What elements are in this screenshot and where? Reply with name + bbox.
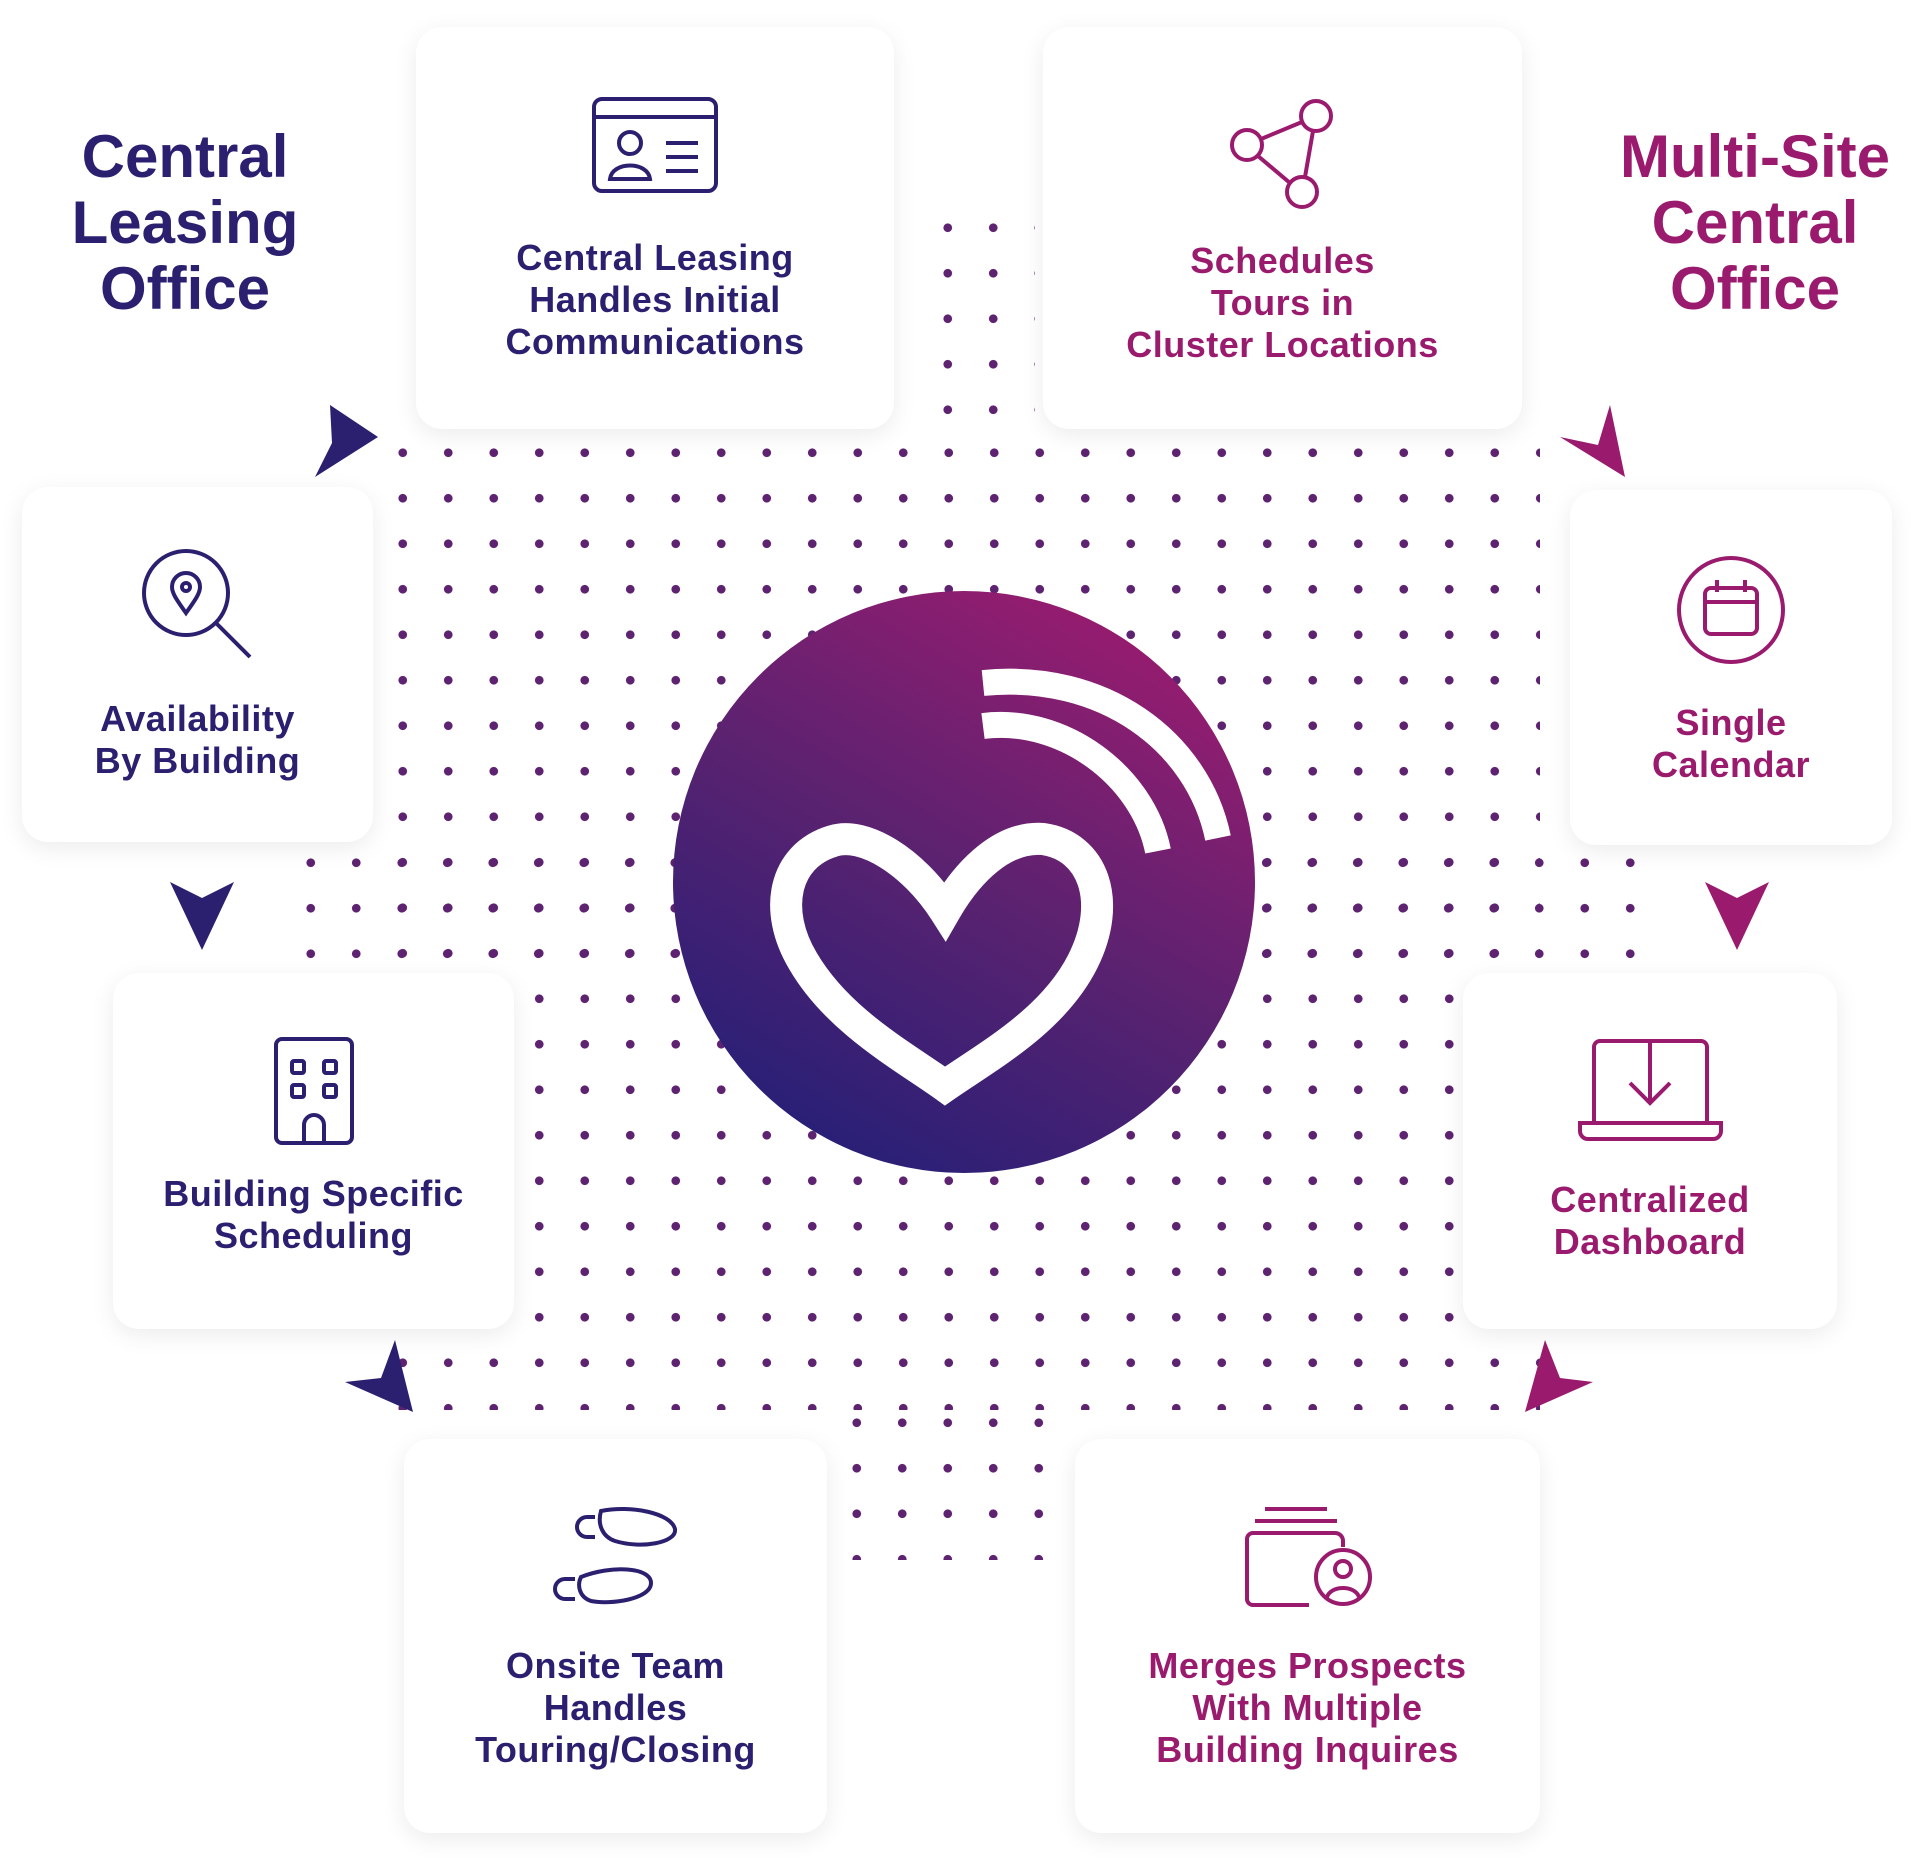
building-icon xyxy=(273,1037,354,1145)
card-label: Availability By Building xyxy=(94,698,301,781)
card-label: Schedules Tours in Cluster Locations xyxy=(1126,240,1439,365)
arrow-left-top xyxy=(315,405,378,477)
card-single-calendar: Single Calendar xyxy=(1570,490,1892,845)
card-label: Single Calendar xyxy=(1651,702,1811,785)
card-dashboard: Centralized Dashboard xyxy=(1463,973,1837,1329)
card-merges-prospects: Merges Prospects With Multiple Building … xyxy=(1075,1439,1540,1833)
card-central-leasing: Central Leasing Handles Initial Communic… xyxy=(416,27,894,429)
card-building-scheduling: Building Specific Scheduling xyxy=(113,973,514,1329)
central-leasing-office-title: Central Leasing Office xyxy=(71,123,299,322)
calendar-icon xyxy=(1677,556,1785,664)
dot-pattern xyxy=(834,1400,1074,1560)
arrow-left-middle xyxy=(170,882,234,950)
card-schedules-tours: Schedules Tours in Cluster Locations xyxy=(1043,27,1522,429)
folder-user-icon xyxy=(1244,1507,1372,1607)
card-label: Centralized Dashboard xyxy=(1550,1179,1750,1262)
card-label: Central Leasing Handles Initial Communic… xyxy=(505,237,805,362)
card-availability: Availability By Building xyxy=(22,487,373,842)
arrow-right-bottom xyxy=(1525,1340,1593,1412)
dot-pattern xyxy=(925,205,1035,435)
arrow-right-top xyxy=(1560,405,1625,477)
arrow-right-middle xyxy=(1705,882,1769,950)
card-label: Onsite Team Handles Touring/Closing xyxy=(475,1645,756,1770)
arrow-left-bottom xyxy=(345,1340,413,1412)
multi-site-central-office-title: Multi-Site Central Office xyxy=(1620,123,1890,322)
card-onsite-team: Onsite Team Handles Touring/Closing xyxy=(404,1439,827,1833)
card-label: Merges Prospects With Multiple Building … xyxy=(1148,1645,1467,1770)
network-share-icon xyxy=(1229,99,1333,209)
laptop-download-icon xyxy=(1577,1039,1723,1141)
location-search-icon xyxy=(142,549,252,659)
footsteps-icon xyxy=(552,1507,677,1605)
id-card-icon xyxy=(592,97,718,193)
heart-signal-icon xyxy=(770,668,1231,1106)
card-label: Building Specific Scheduling xyxy=(163,1173,464,1256)
center-logo xyxy=(673,591,1255,1173)
